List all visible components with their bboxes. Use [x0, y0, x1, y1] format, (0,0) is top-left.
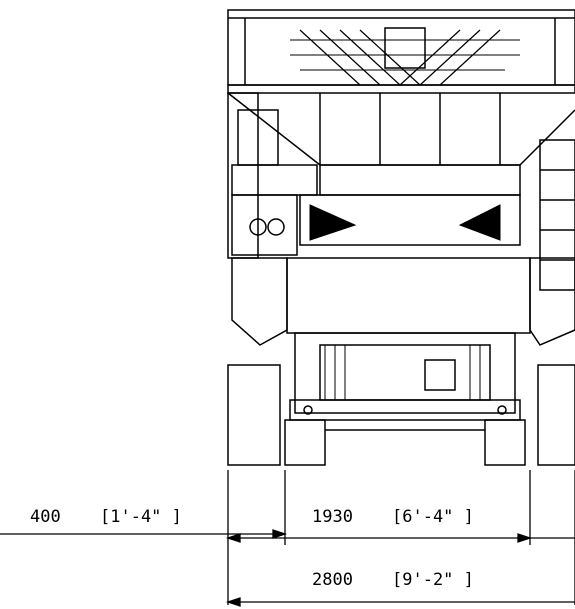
- dim-400-metric: 400: [30, 507, 61, 527]
- hopper-center-block: [384, 27, 426, 69]
- axle-bolt-right: [497, 405, 507, 415]
- left-cab-panel: [231, 164, 318, 196]
- engine-housing: [319, 164, 521, 196]
- hopper-band: [227, 84, 575, 94]
- dim-1930-metric: 1930: [312, 507, 353, 527]
- vent-left: [309, 204, 357, 241]
- dimension-lines: [0, 470, 575, 607]
- dim-1930-imperial: [6'-4" ]: [392, 507, 474, 527]
- arrow-2800-left: [225, 597, 241, 607]
- dim-400-imperial: [1'-4" ]: [100, 507, 182, 527]
- axle-bolt-left: [303, 405, 313, 415]
- gauge-right: [267, 218, 285, 236]
- drive-module: [424, 359, 456, 391]
- engine-block: [299, 194, 521, 246]
- right-chassis-side: [529, 257, 575, 346]
- left-track: [227, 364, 281, 466]
- right-track: [537, 364, 575, 466]
- arrow-1930-right: [517, 533, 533, 543]
- center-right-pad: [484, 419, 526, 466]
- drive-spring-right: [469, 345, 481, 400]
- hopper-funnel: [227, 92, 575, 166]
- left-chassis-side: [231, 257, 288, 346]
- arrow-1930-left: [225, 533, 241, 543]
- axle-beam: [289, 399, 521, 421]
- dim-2800-metric: 2800: [312, 570, 353, 590]
- main-chassis: [286, 257, 531, 334]
- arrow-400-right: [272, 529, 288, 539]
- center-left-pad: [284, 419, 326, 466]
- hopper-grate-cross: [290, 39, 520, 71]
- control-panel: [231, 194, 298, 256]
- dim-2800-imperial: [9'-2" ]: [392, 570, 474, 590]
- hopper-grate: [299, 29, 501, 86]
- drive-spring-left: [324, 345, 346, 400]
- right-ladder: [539, 139, 575, 291]
- machine-body: [227, 9, 575, 466]
- undercarriage-frame: [294, 332, 516, 414]
- dimension-labels: 400 [1'-4" ] 1930 [6'-4" ] 2800 [9'-2" ]: [30, 507, 474, 590]
- vent-right: [458, 204, 501, 241]
- gauge-left: [249, 218, 267, 236]
- hopper-top-frame: [227, 9, 575, 86]
